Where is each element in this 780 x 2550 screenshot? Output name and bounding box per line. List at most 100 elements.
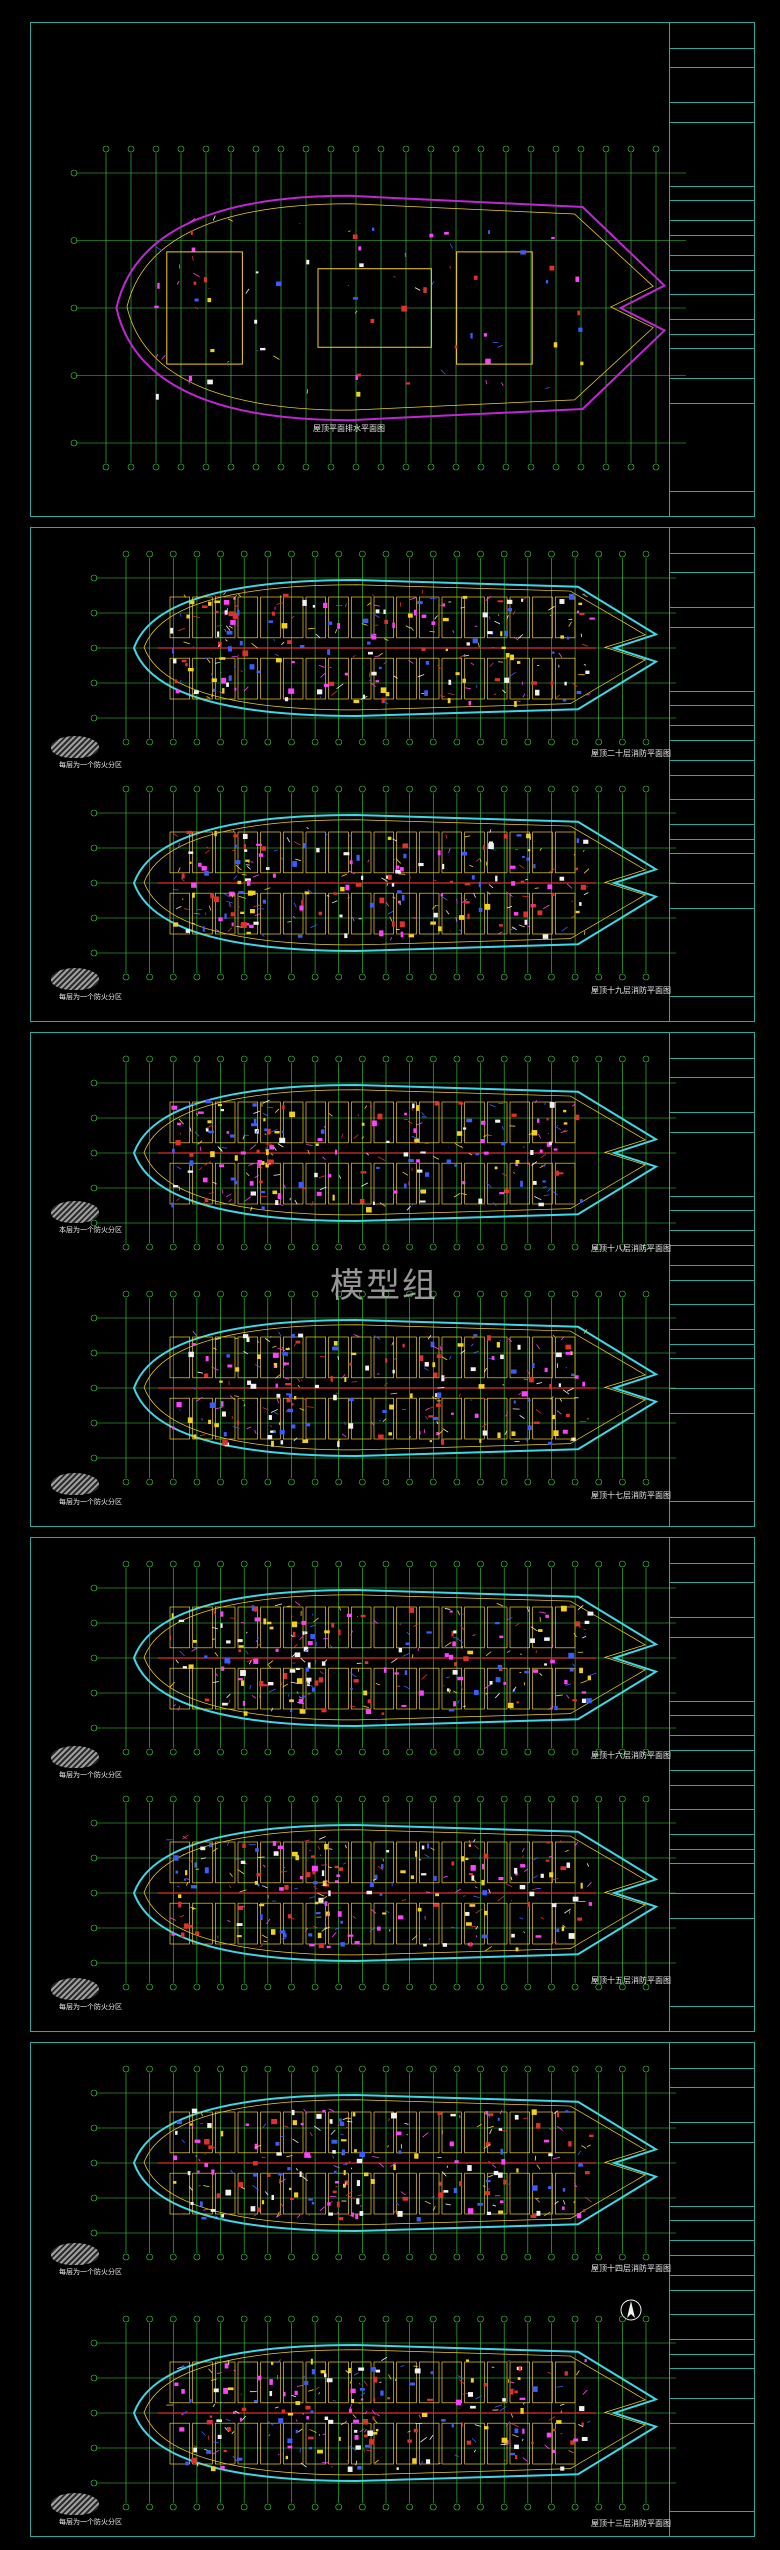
title-block-row (670, 2121, 754, 2123)
title-block-row (670, 1358, 754, 1360)
title-block-row (670, 1111, 754, 1113)
title-block-row (670, 2511, 754, 2513)
fire-zone-hatch-icon (51, 2493, 99, 2515)
title-block-row (670, 823, 754, 825)
fire-zone-badge: 每层为一个防火分区 (59, 2003, 122, 2011)
title-block-row (670, 491, 754, 493)
title-block (669, 1033, 754, 1526)
plan-linework (90, 1795, 676, 1991)
plan-linework (70, 145, 686, 471)
title-block-row (670, 254, 754, 256)
plan-linework (90, 1290, 676, 1486)
floor-plan-upper (90, 1560, 676, 1756)
title-block-row (670, 739, 754, 741)
title-block-row (670, 572, 754, 574)
title-block-row (670, 121, 754, 123)
floor-plan-upper (90, 550, 676, 746)
title-block (669, 23, 754, 516)
title-block-row (670, 2067, 754, 2069)
sheet-5: 每层为一个防火分区 屋顶十四层消防平面图 每层为一个防火分区 屋顶十三层消防平面… (30, 2042, 755, 2537)
title-block-row (670, 185, 754, 187)
title-block-row (670, 1848, 754, 1850)
title-block (669, 1538, 754, 2031)
floor-plan-upper (90, 1055, 676, 1251)
floor-plan-lower (90, 1290, 676, 1486)
title-block-row (670, 1616, 754, 1618)
title-block-row (670, 1412, 754, 1414)
title-block-row (670, 1636, 754, 1638)
title-block-row (670, 1328, 754, 1330)
fire-zone-badge: 每层为一个防火分区 (59, 1498, 122, 1506)
title-block-row (670, 348, 754, 350)
title-block-row (670, 47, 754, 49)
title-block-row (670, 2338, 754, 2340)
plan-linework (90, 785, 676, 981)
title-block-row (670, 2353, 754, 2355)
north-arrow-icon (620, 2299, 642, 2321)
title-block-row (670, 907, 754, 909)
title-block-row (670, 606, 754, 608)
plan-linework (90, 550, 676, 746)
title-block-row (670, 1892, 754, 1894)
title-block-row (670, 1735, 754, 1737)
title-block-row (670, 1769, 754, 1771)
title-block-row (670, 2087, 754, 2089)
title-block-row (670, 2289, 754, 2291)
title-block-row (670, 1195, 754, 1197)
plan-caption: 屋顶十八层消防平面图 (591, 1244, 671, 1253)
plan-caption: 屋顶十九层消防平面图 (591, 986, 671, 995)
title-block-row (670, 1304, 754, 1306)
fire-zone-hatch-icon (51, 736, 99, 758)
title-block-row (670, 2141, 754, 2143)
title-block-row (670, 838, 754, 840)
title-block-row (670, 759, 754, 761)
title-block-row (670, 1582, 754, 1584)
title-block-row (670, 690, 754, 692)
sheet-3: 本层为一个防火分区 屋顶十八层消防平面图 每层为一个防火分区 屋顶十七层消防平面… (30, 1032, 755, 1527)
floor-plan-roof (70, 145, 686, 471)
title-block (669, 2043, 754, 2536)
fire-zone-badge: 每层为一个防火分区 (59, 2518, 122, 2526)
fire-zone-badge: 每层为一个防火分区 (59, 2268, 122, 2276)
title-block-row (670, 2397, 754, 2399)
title-block-row (670, 318, 754, 320)
title-block-row (670, 1749, 754, 1751)
plan-caption: 屋顶平面排水平面图 (313, 424, 385, 433)
plan-caption: 屋顶十三层消防平面图 (591, 2519, 671, 2528)
title-block-row (670, 2240, 754, 2242)
sheet-4: 每层为一个防火分区 屋顶十六层消防平面图 每层为一个防火分区 屋顶十五层消防平面… (30, 1537, 755, 2032)
fire-zone-badge: 每层为一个防火分区 (59, 993, 122, 1001)
title-block-row (670, 1809, 754, 1811)
title-block-row (670, 1917, 754, 1919)
fire-zone-badge: 每层为一个防火分区 (59, 761, 122, 769)
title-block-row (670, 1244, 754, 1246)
title-block-row (670, 1057, 754, 1059)
title-block-row (670, 996, 754, 998)
title-block-row (670, 377, 754, 379)
title-block-row (670, 799, 754, 801)
fire-zone-badge: 每层为一个防火分区 (59, 1771, 122, 1779)
title-block-row (670, 333, 754, 335)
plan-caption: 屋顶十六层消防平面图 (591, 1751, 671, 1760)
title-block-row (670, 234, 754, 236)
sheet-2: 每层为一个防火分区 屋顶二十层消防平面图 每层为一个防火分区 屋顶十九层消防平面… (30, 527, 755, 1022)
title-block-row (670, 1833, 754, 1835)
fire-zone-hatch-icon (51, 1978, 99, 2000)
title-block-row (670, 220, 754, 222)
floor-plan-lower (90, 1795, 676, 1991)
fire-zone-hatch-icon (51, 1746, 99, 1768)
floor-plan-lower (90, 2315, 676, 2511)
title-block-row (670, 294, 754, 296)
floor-plan-lower (90, 785, 676, 981)
title-block-row (670, 705, 754, 707)
title-block-row (670, 1387, 754, 1389)
fire-zone-hatch-icon (51, 968, 99, 990)
plan-caption: 屋顶二十层消防平面图 (591, 749, 671, 758)
title-block-row (670, 1715, 754, 1717)
fire-zone-badge: 本层为一个防火分区 (59, 1226, 122, 1234)
title-block-row (670, 2205, 754, 2207)
title-block-row (670, 1264, 754, 1266)
watermark: 模型组 (330, 1266, 438, 1306)
plan-caption: 屋顶十五层消防平面图 (591, 1976, 671, 1985)
